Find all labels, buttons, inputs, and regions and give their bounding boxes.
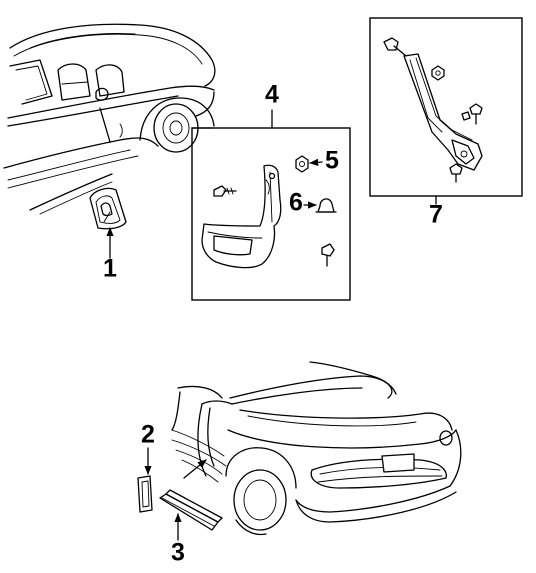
- callout-2: 2: [141, 421, 155, 449]
- part-5-nut: [295, 155, 309, 173]
- part-7-box: [369, 17, 523, 197]
- callout-3: 3: [171, 539, 185, 567]
- part-1-splash-guard: [89, 187, 127, 230]
- callout-6: 6: [289, 189, 303, 217]
- callout-4: 4: [265, 81, 279, 109]
- callout-5: 5: [325, 147, 339, 175]
- rear-car-illustration: [171, 361, 462, 536]
- leader-line-3-location: [183, 459, 207, 479]
- part-4-mud-flap: [201, 164, 282, 269]
- leader-line-5: [309, 158, 323, 166]
- part-4-screw: [321, 243, 335, 267]
- part-6-clip: [315, 198, 337, 213]
- part-2-reflector: [137, 475, 153, 513]
- callout-1: 1: [103, 255, 117, 283]
- part-4-bolt: [213, 185, 237, 197]
- part-4-box: [191, 109, 351, 301]
- callout-7: 7: [429, 201, 443, 229]
- part-3-molding: [159, 489, 223, 531]
- front-car-illustration: [3, 23, 216, 215]
- part-7-bracket: [383, 37, 483, 183]
